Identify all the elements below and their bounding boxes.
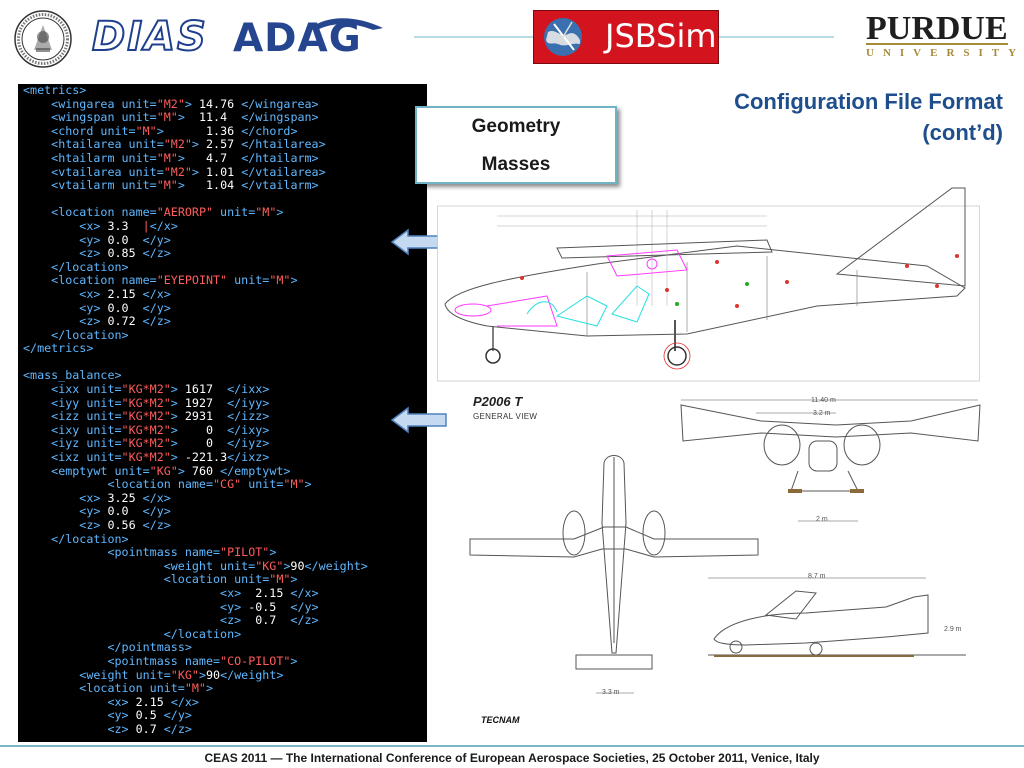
code-line: </location>: [51, 259, 129, 274]
code-line: <iyz unit="KG*M2"> 0 </iyz>: [51, 436, 270, 451]
xml-code-panel: <metrics> <wingarea unit="M2"> 14.76 </w…: [18, 83, 427, 742]
code-line: <metrics>: [23, 83, 87, 97]
purdue-logo-name: PURDUE: [866, 10, 1008, 47]
slide-title-cont: (cont’d): [922, 120, 1003, 145]
code-line: <ixx unit="KG*M2"> 1617 </ixx>: [51, 382, 270, 397]
code-line: <y> 0.0 </y>: [79, 232, 171, 247]
code-line: </location>: [51, 327, 129, 342]
code-line: <z> 0.56 </z>: [79, 518, 171, 532]
code-line: <y> -0.5 </y>: [220, 599, 319, 614]
code-line: <ixy unit="KG*M2"> 0 </ixy>: [51, 422, 270, 437]
jsbsim-logo-text: JSBSim: [605, 17, 717, 55]
code-line: <x> 2.15 </x>: [79, 286, 171, 301]
left-arrow-icon: [390, 406, 447, 434]
code-line: <x> 3.25 </x>: [79, 490, 171, 505]
dim-htail-label: 3.2 m: [813, 410, 831, 417]
code-line: <z> 0.7 </z>: [220, 613, 319, 628]
university-seal-icon: [14, 10, 72, 68]
tecnam-logo: TECNAM: [481, 715, 520, 725]
code-line: <z> 0.72 </z>: [79, 314, 171, 329]
code-line: </metrics>: [23, 341, 94, 356]
drawing-subtitle: GENERAL VIEW: [473, 412, 538, 421]
code-line: <x> 2.15 </x>: [220, 585, 319, 600]
code-line: <vtailarea unit="M2"> 1.01 </vtailarea>: [51, 164, 326, 179]
code-line: <pointmass name="PILOT">: [107, 545, 277, 560]
code-line: <vtailarm unit="M"> 1.04 </vtailarm>: [51, 178, 319, 193]
slide-title: Configuration File Format: [734, 89, 1003, 114]
xml-code-listing: <metrics> <wingarea unit="M2"> 14.76 </w…: [23, 83, 368, 737]
dim-gear-label: 2 m: [816, 516, 828, 523]
code-line: <htailarm unit="M"> 4.7 </htailarm>: [51, 150, 319, 165]
code-line: <emptywt unit="KG"> 760 </emptywt>: [51, 463, 291, 478]
code-line: <weight unit="KG">90</weight>: [163, 558, 368, 573]
drawing-title: P2006 T: [473, 394, 523, 409]
adag-logo-swoosh-icon: [311, 18, 383, 30]
dim-length-label: 8.7 m: [808, 573, 826, 580]
code-line: <z> 0.7 </z>: [107, 721, 192, 736]
globe-icon: [544, 18, 582, 56]
code-line: <z> 0.85 </z>: [79, 246, 171, 261]
code-line: <y> 0.0 </y>: [79, 504, 171, 519]
code-line: <wingspan unit="M"> 11.4 </wingspan>: [51, 110, 319, 125]
code-line: <y> 0.5 </y>: [107, 708, 192, 723]
code-line: <pointmass name="CO-PILOT">: [107, 653, 298, 668]
code-line: </location>: [51, 531, 129, 546]
code-line: <mass_balance>: [23, 368, 122, 383]
code-line: </pointmass>: [107, 640, 192, 655]
adag-logo: ADAG: [233, 16, 362, 61]
code-line: <iyy unit="KG*M2"> 1927 </iyy>: [51, 395, 270, 410]
purdue-logo-rule: [866, 43, 1008, 45]
callout-masses: Masses: [481, 154, 551, 175]
code-line: <htailarea unit="M2"> 2.57 </htailarea>: [51, 137, 326, 152]
aircraft-side-view-drawing: [437, 187, 980, 382]
dias-logo: DIAS: [91, 13, 208, 61]
code-line: <weight unit="KG">90</weight>: [79, 667, 284, 682]
dim-tail-label: 3.3 m: [602, 689, 620, 696]
code-line: <izz unit="KG*M2"> 2931 </izz>: [51, 409, 270, 424]
code-line: <location unit="M">: [163, 572, 298, 587]
footer-text: CEAS 2011 — The International Conference…: [204, 751, 820, 765]
jsbsim-logo: [533, 10, 719, 64]
footer-divider: [0, 745, 1024, 747]
code-line: <x> 3.3 |</x>: [79, 218, 178, 233]
code-line: </location>: [163, 626, 242, 641]
code-line: <location unit="M">: [79, 681, 214, 696]
dim-height-label: 2.9 m: [944, 626, 962, 633]
code-line: <location name="CG" unit="M">: [107, 477, 312, 492]
code-line: <ixz unit="KG*M2"> -221.3</ixz>: [51, 450, 270, 465]
section-callout-box: Geometry Masses: [415, 106, 617, 184]
code-line: <location name="EYEPOINT" unit="M">: [51, 273, 298, 288]
dim-span-label: 11.40 m: [811, 397, 836, 404]
callout-geometry: Geometry: [471, 116, 561, 137]
code-line: <x> 2.15 </x>: [107, 694, 199, 709]
code-line: <y> 0.0 </y>: [79, 300, 171, 315]
aircraft-three-view-drawing: [469, 399, 981, 694]
purdue-logo-sub: UNIVERSITY: [866, 47, 1024, 59]
code-line: <wingarea unit="M2"> 14.76 </wingarea>: [51, 96, 319, 111]
code-line: <location name="AERORP" unit="M">: [51, 205, 284, 220]
code-line: <chord unit="M"> 1.36 </chord>: [51, 123, 298, 138]
